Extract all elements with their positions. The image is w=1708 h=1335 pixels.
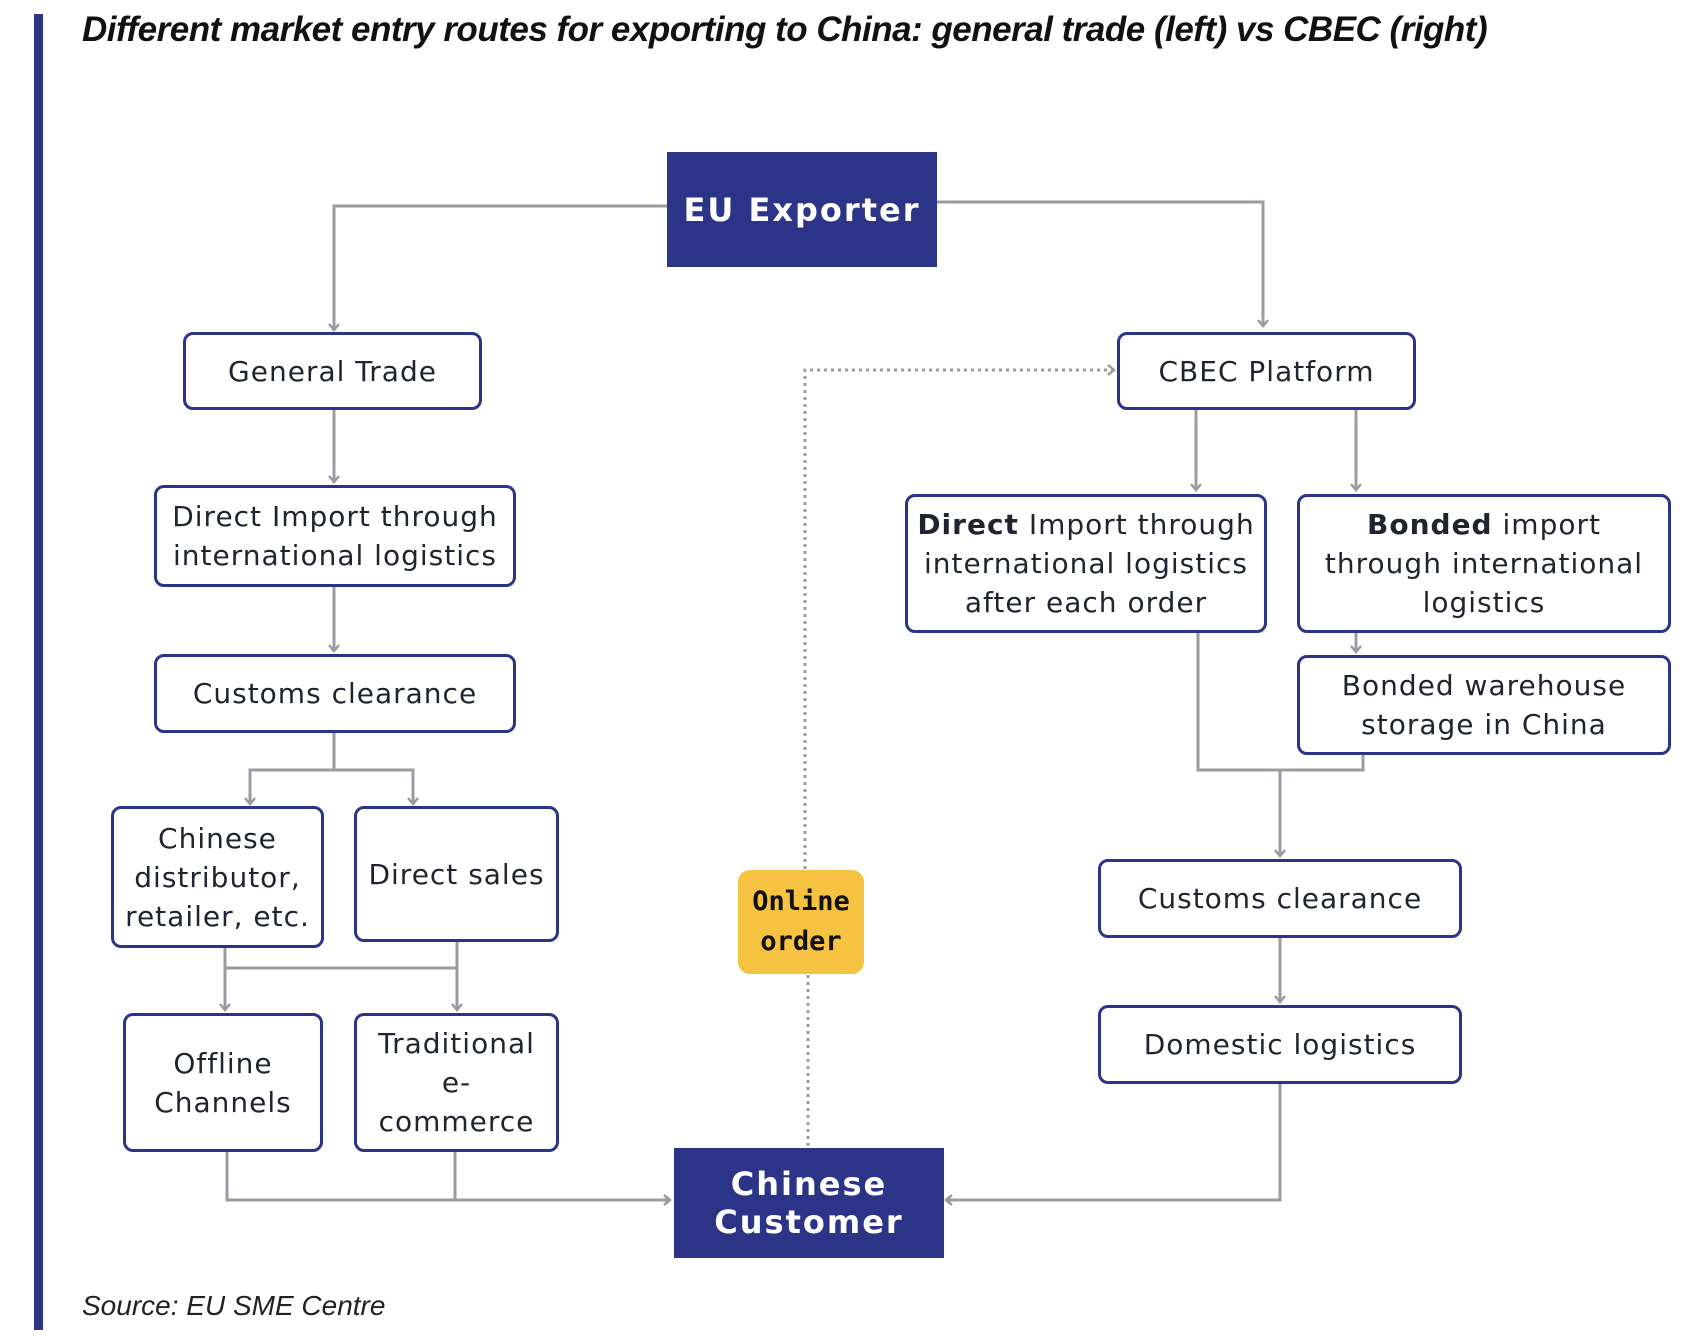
gt-direct-sales-label: Direct sales: [368, 857, 545, 891]
cbec-direct-node: Direct Import through international logi…: [905, 494, 1267, 633]
cbec-domestic-label: Domestic logistics: [1143, 1028, 1417, 1061]
cbec-direct-rest: Import through: [1018, 508, 1255, 541]
gt-offline-line2: Channels: [154, 1085, 292, 1119]
online-order-line2: order: [760, 926, 842, 957]
gt-traditional-line2: e-: [441, 1066, 472, 1099]
cbec-warehouse-node: Bonded warehouse storage in China: [1297, 655, 1671, 755]
edge-cbec-customer: [944, 1082, 1282, 1206]
gt-distributor-line2: distributor,: [134, 860, 301, 894]
cbec-warehouse-line2: storage in China: [1361, 708, 1607, 741]
cbec-bonded-rest: import: [1492, 508, 1601, 541]
edge-exporter-cbec: [935, 200, 1269, 328]
cbec-bonded-line3: logistics: [1422, 586, 1546, 619]
source-note: Source: EU SME Centre: [82, 1290, 386, 1321]
gt-direct-import-line1: Direct Import through: [172, 500, 498, 533]
gt-direct-import-line2: international logistics: [173, 539, 497, 572]
cbec-bonded-bold: Bonded: [1367, 508, 1493, 541]
eu-exporter-node: EU Exporter: [667, 152, 937, 267]
cbec-domestic-node: Domestic logistics: [1098, 1005, 1462, 1084]
edge-exporter-general-trade: [328, 204, 667, 332]
gt-distributor-line3: retailer, etc.: [125, 899, 310, 933]
edge-gt-customs-split: [244, 733, 336, 806]
cbec-bonded-line2: through international: [1324, 547, 1644, 580]
cbec-platform-node: CBEC Platform: [1117, 332, 1416, 410]
chinese-customer-line1: Chinese: [730, 1165, 888, 1203]
cbec-direct-line1: Direct Import through: [917, 505, 1254, 544]
general-trade-label: General Trade: [228, 354, 437, 388]
gt-traditional-line1: Traditional: [378, 1027, 535, 1060]
gt-distributor-line1: Chinese: [158, 821, 277, 855]
diagram-title: Different market entry routes for export…: [82, 10, 1488, 49]
edge-gt-customs-split-right: [334, 768, 419, 806]
gt-traditional-line3: commerce: [378, 1105, 535, 1138]
cbec-direct-line3: after each order: [964, 586, 1208, 619]
cbec-warehouse-line1: Bonded warehouse: [1341, 669, 1627, 702]
edge-online-order: [803, 364, 1116, 1146]
gt-distributor-node: Chinese distributor, retailer, etc.: [111, 806, 324, 948]
cbec-customs-node: Customs clearance: [1098, 859, 1462, 938]
cbec-bonded-line1: Bonded import: [1367, 505, 1601, 544]
accent-bar: [34, 14, 43, 1330]
cbec-platform-label: CBEC Platform: [1158, 354, 1375, 388]
gt-traditional-node: Traditional e- commerce: [354, 1013, 559, 1152]
cbec-direct-line2: international logistics: [924, 547, 1248, 580]
edge-gt-offline-customer: [225, 1152, 672, 1206]
cbec-bonded-node: Bonded import through international logi…: [1297, 494, 1671, 633]
gt-customs-node: Customs clearance: [154, 654, 516, 733]
eu-exporter-label: EU Exporter: [683, 190, 921, 229]
general-trade-node: General Trade: [183, 332, 482, 410]
gt-offline-line1: Offline: [173, 1046, 273, 1080]
cbec-customs-label: Customs clearance: [1137, 882, 1423, 915]
gt-offline-node: Offline Channels: [123, 1013, 323, 1152]
chinese-customer-line2: Customer: [714, 1203, 904, 1241]
online-order-line1: Online: [752, 886, 850, 917]
gt-customs-label: Customs clearance: [192, 677, 478, 710]
cbec-direct-bold: Direct: [917, 508, 1019, 541]
gt-direct-import-node: Direct Import through international logi…: [154, 485, 516, 587]
gt-direct-sales-node: Direct sales: [354, 806, 559, 942]
online-order-badge: Online order: [738, 870, 864, 974]
chinese-customer-node: Chinese Customer: [674, 1148, 944, 1258]
